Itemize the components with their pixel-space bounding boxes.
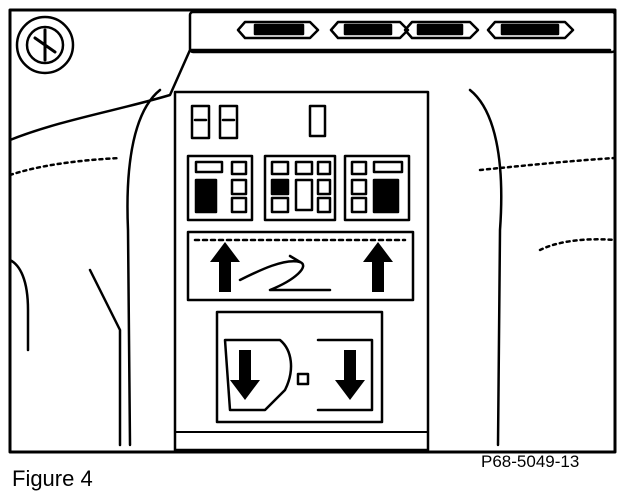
top-vent-strip [188,10,617,54]
ignition-lock-icon [15,15,75,75]
upper-switches [190,104,327,140]
figure-frame [8,8,617,454]
up-arrow-icon [363,242,393,292]
upper-compartment [186,230,415,302]
down-arrow-icon [335,350,365,400]
figure-caption: Figure 4 [12,466,93,491]
up-arrow-icon [210,242,240,292]
switch-bank-center [263,154,337,222]
part-code: P68-5049-13 [481,452,580,471]
down-arrow-icon [230,350,260,400]
dashboard-outline [8,48,612,142]
vent-grilles [236,20,575,40]
lower-compartment [215,310,384,424]
center-console-body [126,88,162,447]
switch-bank-left [186,154,254,222]
switch-bank-right [343,154,411,222]
